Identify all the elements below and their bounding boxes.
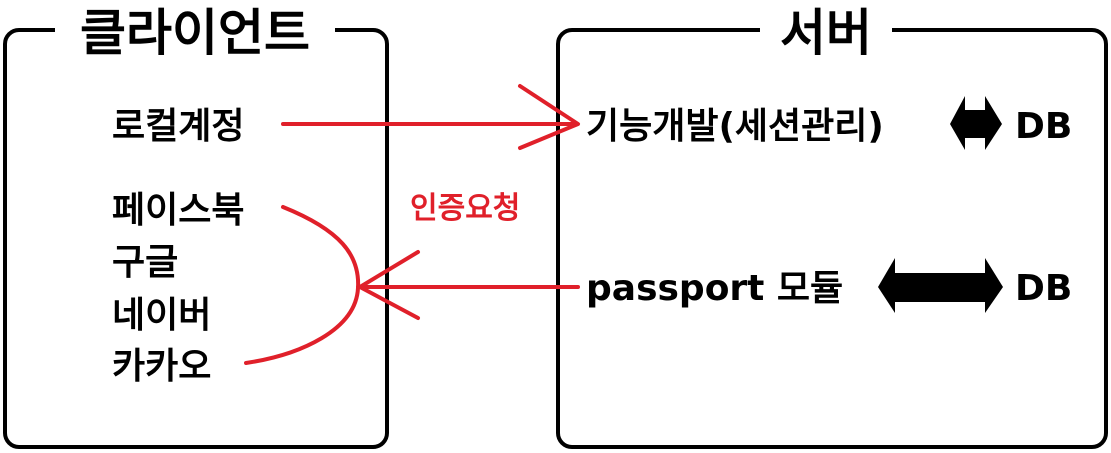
server-title: 서버 — [780, 4, 872, 62]
db-double-arrow-top — [950, 96, 1002, 150]
google-label: 구글 — [112, 242, 178, 283]
client-title: 클라이언트 — [80, 4, 310, 62]
facebook-label: 페이스북 — [112, 190, 244, 231]
auth-request-label: 인증요청 — [410, 191, 520, 226]
feature-dev-label: 기능개발(세션관리) — [586, 106, 884, 147]
kakao-label: 카카오 — [112, 346, 211, 387]
passport-module-label: passport 모듈 — [586, 268, 843, 309]
server-box — [556, 28, 1108, 449]
db-label-top: DB — [1015, 106, 1072, 147]
auth-request-curve — [244, 205, 580, 365]
local-account-label: 로컬계정 — [112, 106, 244, 147]
db-double-arrow-bottom — [878, 258, 1003, 313]
naver-label: 네이버 — [112, 295, 211, 336]
local-account-arrow — [281, 84, 580, 150]
db-label-bottom: DB — [1015, 268, 1072, 309]
